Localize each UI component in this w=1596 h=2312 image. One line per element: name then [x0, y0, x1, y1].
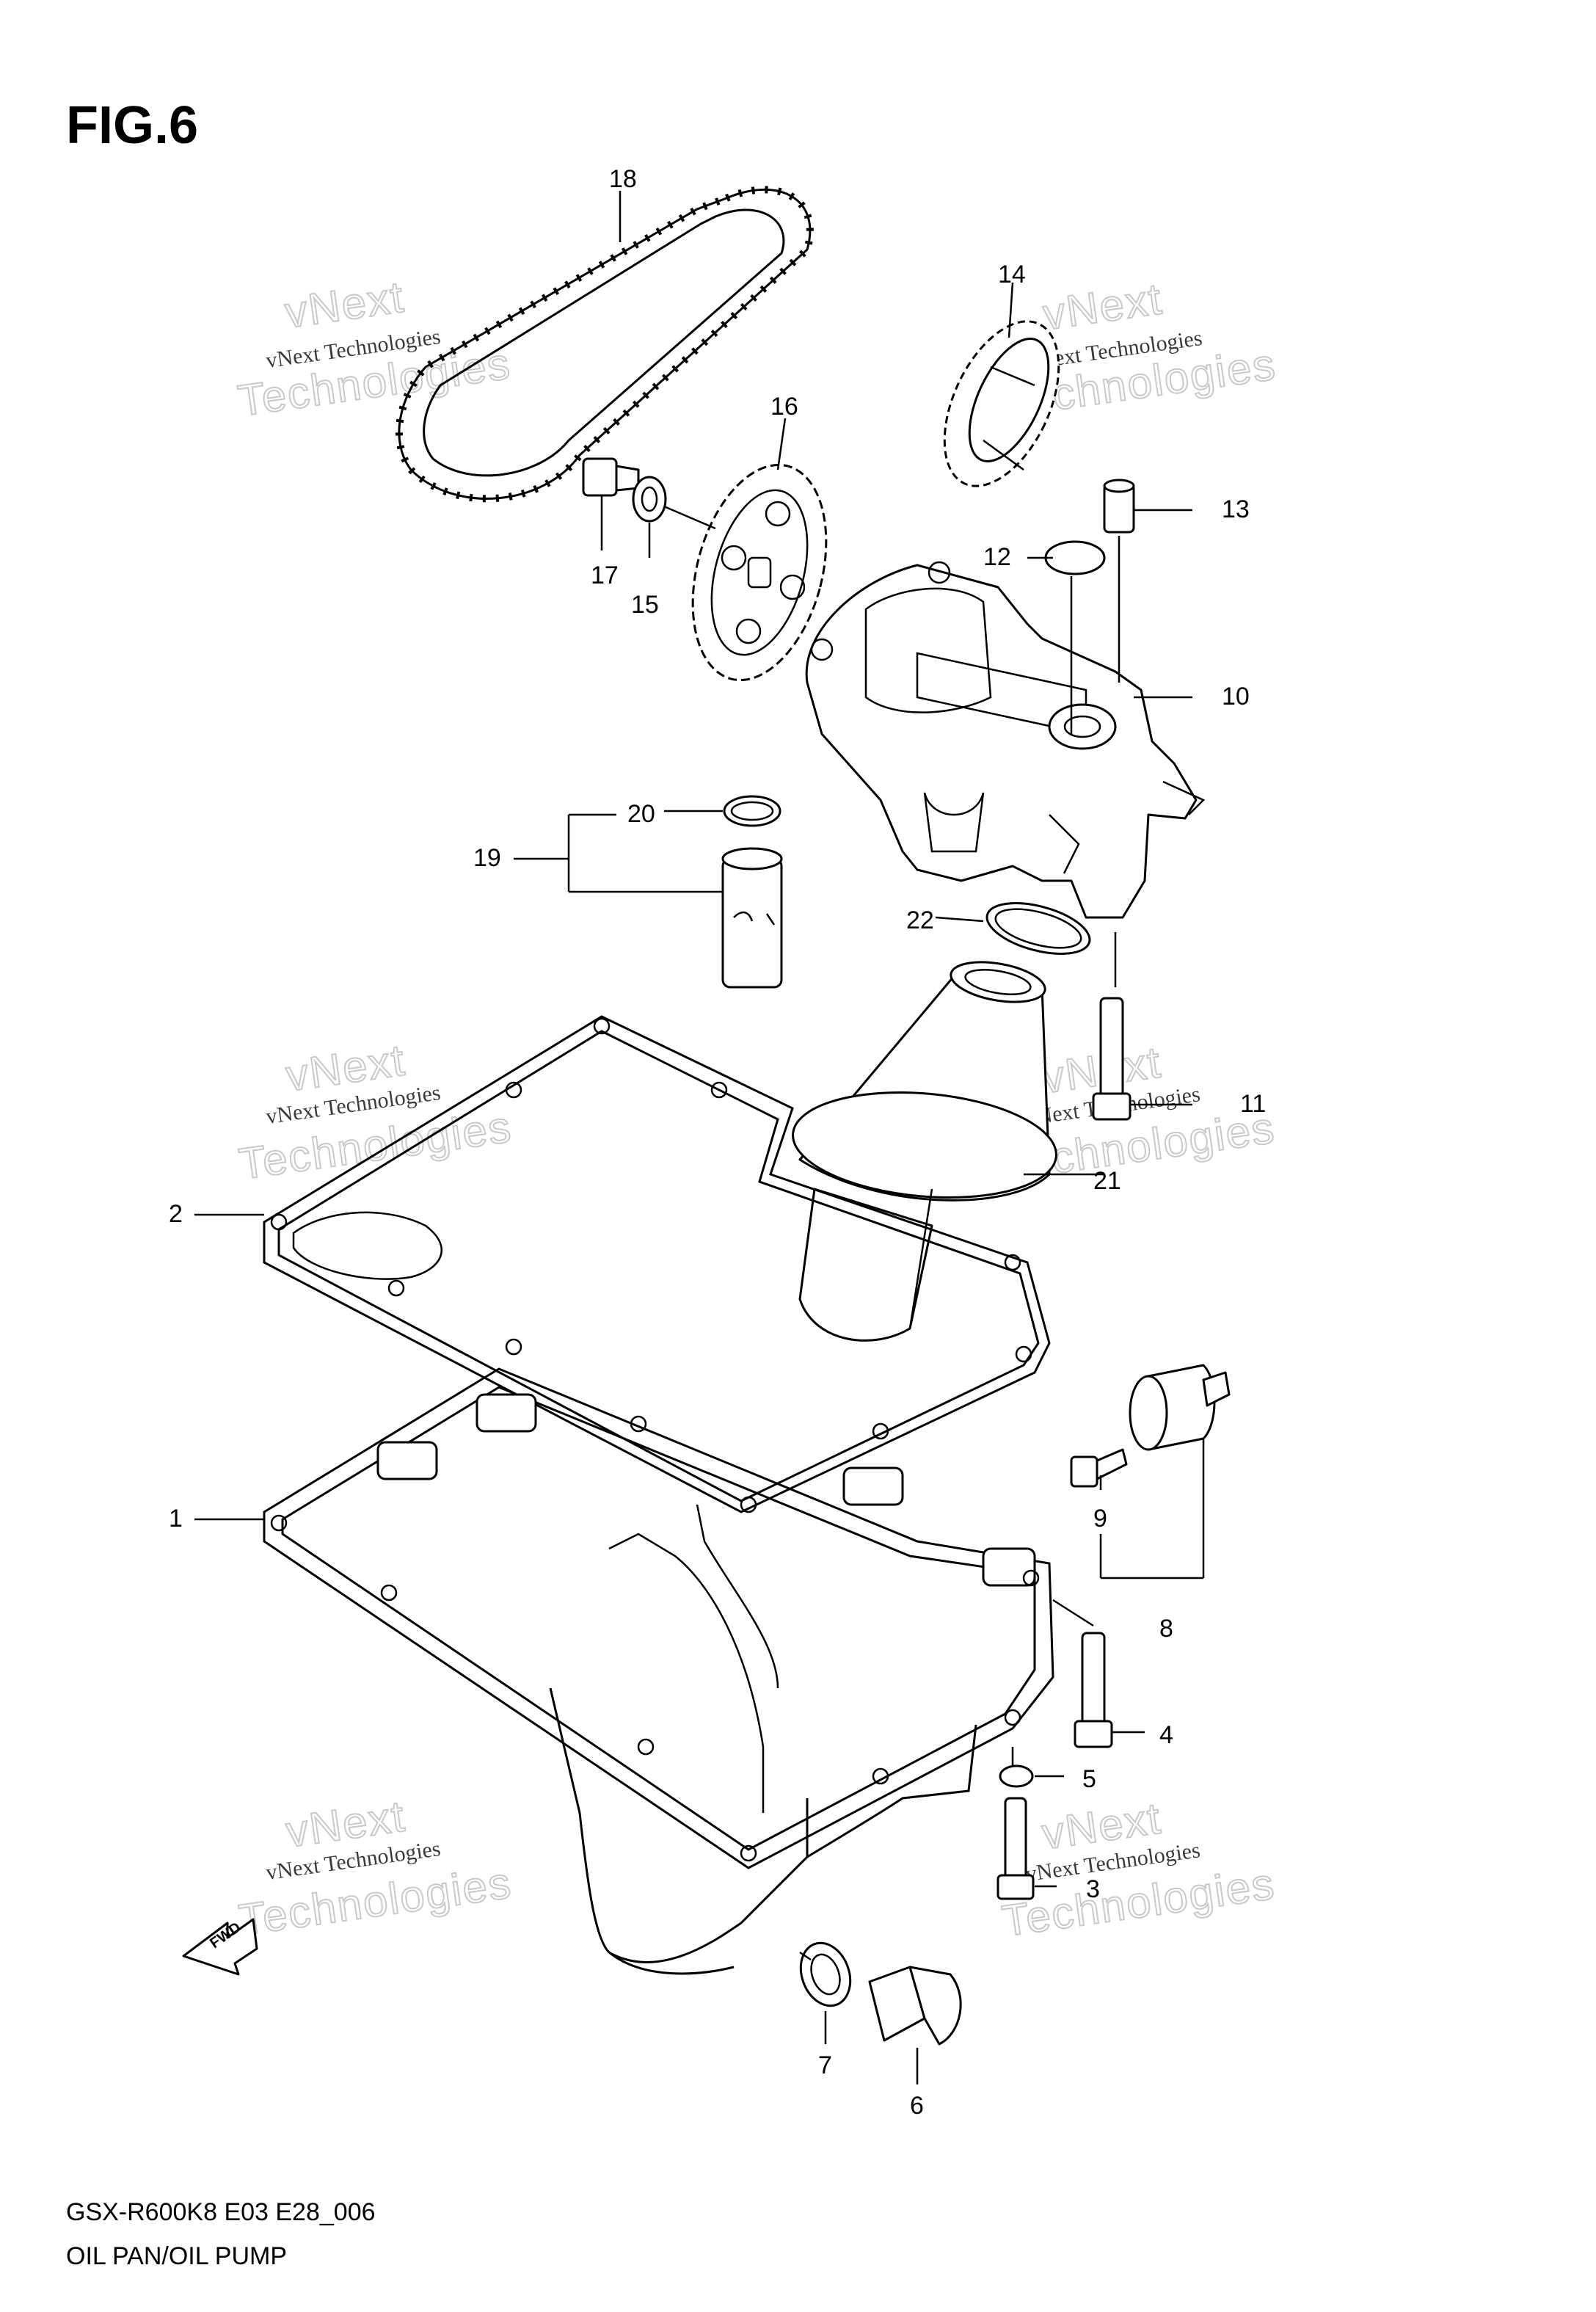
leader-lines — [194, 191, 1205, 2084]
part-oring-22 — [985, 902, 1091, 955]
callout-5: 5 — [1082, 1765, 1096, 1793]
watermark-bottom-left: vNext vNext Technologies Technologies — [236, 1790, 516, 1945]
part-sprocket-bolt — [582, 457, 640, 497]
part-oring-20 — [730, 801, 774, 821]
callout-1: 1 — [169, 1505, 183, 1533]
callout-18: 18 — [609, 165, 637, 193]
callout-6: 6 — [910, 2092, 924, 2120]
part-pump-sprocket — [691, 463, 828, 682]
watermark-bottom-right: vNext vNext Technologies Technologies — [999, 1792, 1279, 1946]
part-chain — [395, 186, 814, 503]
part-bolt-4 — [1074, 1632, 1113, 1748]
callout-21: 21 — [1093, 1167, 1121, 1195]
part-oring-12 — [1044, 540, 1106, 575]
callout-17: 17 — [591, 561, 619, 589]
part-drive-sprocket — [943, 320, 1060, 487]
callout-labels: 18 14 16 13 12 17 15 10 20 19 22 11 21 2… — [169, 165, 1266, 2120]
part-washer-7 — [799, 1941, 852, 2007]
callout-14: 14 — [998, 261, 1026, 288]
callout-8: 8 — [1159, 1615, 1173, 1643]
callout-16: 16 — [770, 393, 798, 421]
svg-text:vNext: vNext — [282, 272, 407, 338]
callout-11: 11 — [1240, 1090, 1266, 1118]
callout-7: 7 — [818, 2051, 832, 2079]
part-bolt-11 — [1092, 997, 1132, 1121]
callout-4: 4 — [1159, 1721, 1173, 1749]
callout-10: 10 — [1222, 683, 1250, 710]
svg-text:vNext: vNext — [1040, 274, 1165, 339]
callout-12: 12 — [983, 543, 1011, 571]
callout-13: 13 — [1222, 495, 1250, 523]
part-drain-plug — [868, 1966, 962, 2046]
part-sprocket-washer — [632, 476, 667, 523]
fwd-arrow: FWD — [182, 1918, 258, 1976]
watermark-mid-left: vNext vNext Technologies Technologies — [236, 1034, 516, 1189]
callout-9: 9 — [1093, 1505, 1107, 1533]
part-switch-bolt — [1070, 1448, 1128, 1488]
part-oil-pressure-switch — [1129, 1364, 1231, 1451]
footer-model: GSX-R600K8 E03 E28_006 — [66, 2198, 376, 2226]
callout-19: 19 — [473, 844, 501, 872]
part-washer-5 — [999, 1764, 1034, 1788]
part-bolt-3 — [996, 1797, 1035, 1900]
callout-15: 15 — [631, 591, 659, 619]
part-oil-pump — [805, 561, 1206, 919]
callout-20: 20 — [627, 800, 655, 828]
part-gasket — [263, 1015, 1051, 1513]
footer-title: OIL PAN/OIL PUMP — [66, 2242, 287, 2270]
part-dowel-13 — [1103, 479, 1135, 534]
callout-3: 3 — [1086, 1875, 1100, 1903]
part-oil-strainer — [792, 961, 1057, 1342]
figure-label: FIG.6 — [66, 96, 198, 155]
part-relief-valve — [721, 795, 783, 989]
callout-22: 22 — [906, 906, 934, 934]
part-oil-pan — [263, 1367, 1054, 1975]
callout-2: 2 — [169, 1200, 183, 1228]
